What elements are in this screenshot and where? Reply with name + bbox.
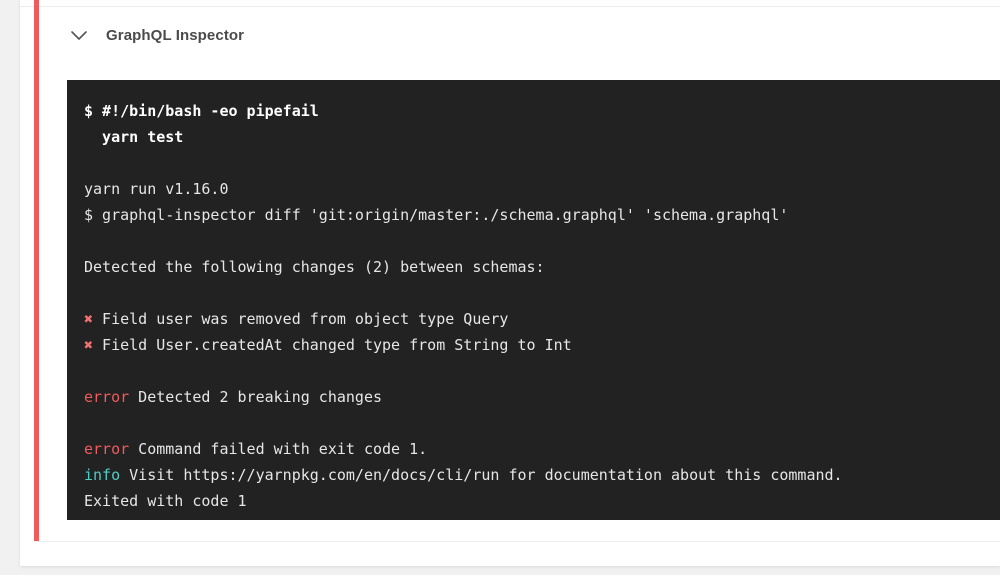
log-line-text: Field user was removed from object type … bbox=[93, 310, 509, 328]
log-line: info Visit https://yarnpkg.com/en/docs/c… bbox=[84, 462, 1000, 488]
log-line: ✖ Field User.createdAt changed type from… bbox=[84, 332, 1000, 358]
log-line: yarn test bbox=[84, 128, 184, 146]
step-header[interactable]: GraphQL Inspector bbox=[34, 7, 1000, 63]
breaking-change-icon: ✖ bbox=[84, 310, 94, 328]
log-line bbox=[84, 410, 1000, 436]
log-line: Exited with code 1 bbox=[84, 492, 247, 510]
log-line-text: Visit https://yarnpkg.com/en/docs/cli/ru… bbox=[120, 466, 843, 484]
chevron-down-icon[interactable] bbox=[66, 22, 92, 48]
log-line: error Detected 2 breaking changes bbox=[84, 384, 1000, 410]
log-line bbox=[84, 150, 1000, 176]
log-lines: $ #!/bin/bash -eo pipefail yarn test yar… bbox=[67, 80, 1000, 520]
log-line-text: Detected 2 breaking changes bbox=[129, 388, 383, 406]
step-bottom-divider bbox=[34, 541, 1000, 542]
log-line-text: Command failed with exit code 1. bbox=[129, 440, 428, 458]
build-step-card: GraphQL Inspector $ #!/bin/bash -eo pipe… bbox=[20, 0, 1000, 566]
log-line: yarn run v1.16.0 bbox=[84, 180, 229, 198]
log-line: $ #!/bin/bash -eo pipefail bbox=[84, 102, 319, 120]
step-title: GraphQL Inspector bbox=[106, 26, 245, 44]
log-line bbox=[84, 228, 1000, 254]
log-line bbox=[84, 358, 1000, 384]
log-output-panel[interactable]: $ #!/bin/bash -eo pipefail yarn test yar… bbox=[67, 80, 1000, 520]
breaking-change-icon: ✖ bbox=[84, 336, 94, 354]
log-line: error Command failed with exit code 1. bbox=[84, 436, 1000, 462]
error-label: error bbox=[84, 388, 130, 406]
log-line: Detected the following changes (2) betwe… bbox=[84, 258, 545, 276]
log-line: ✖ Field user was removed from object typ… bbox=[84, 306, 1000, 332]
error-label: error bbox=[84, 440, 130, 458]
card-top-divider bbox=[20, 6, 1000, 7]
step-status-bar bbox=[34, 0, 39, 541]
log-line-text: Field User.createdAt changed type from S… bbox=[93, 336, 572, 354]
info-label: info bbox=[84, 466, 121, 484]
log-line: $ graphql-inspector diff 'git:origin/mas… bbox=[84, 206, 789, 224]
log-line bbox=[84, 280, 1000, 306]
